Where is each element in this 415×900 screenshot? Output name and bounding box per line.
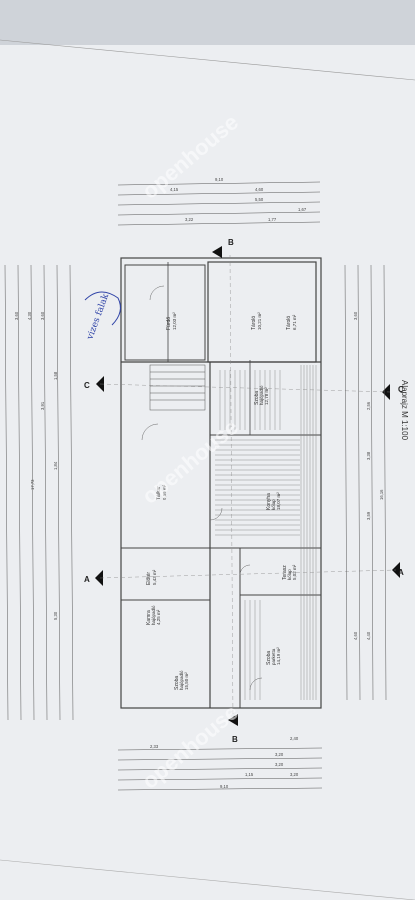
section-marker-b-top: B [228, 238, 234, 247]
dim-bottom-2: 2,40 [290, 736, 299, 741]
room-area: 14,19 m² [276, 647, 281, 665]
dim-bottom-3: 3,20 [275, 752, 284, 757]
dim-left-1: 3,60 [14, 311, 19, 320]
room-sub: kőlap [287, 569, 292, 580]
dim-right-1: 3,60 [353, 311, 358, 320]
section-marker-c-left: C [84, 381, 90, 390]
room-label: Szoba [174, 676, 180, 690]
dim-right-3: 3,38 [366, 451, 371, 460]
room-area: 18,07 m² [276, 492, 281, 510]
door-swings [141, 285, 263, 691]
dim-left-2: 4,30 [27, 311, 32, 320]
wall-hatching [215, 365, 317, 700]
dim-left-total: 17,73 [30, 479, 35, 490]
room-area: 10,21 m² [257, 312, 262, 330]
room-area: 6,71 m² [292, 314, 297, 330]
dim-bottom-5: 1,15 [245, 772, 254, 777]
room-sub: parketta [271, 648, 276, 665]
dimension-chain-bottom [117, 747, 323, 791]
dim-left-4: 3,91 [40, 401, 45, 410]
dim-top-3: 5,50 [255, 197, 264, 202]
room-label: Tároló [286, 316, 292, 330]
room-area: 5,02 m² [292, 564, 297, 580]
room-area: 12,03 m² [172, 312, 177, 330]
section-marker-a-right: A [398, 568, 404, 577]
dim-right-6: 4,60 [353, 631, 358, 640]
room-labels: Fürdő 12,03 m² Tároló 10,21 m² Tároló 6,… [146, 312, 297, 690]
dim-left-6: 1,84 [53, 461, 58, 470]
room-label: Előtér [146, 572, 152, 585]
dim-right-2: 2,56 [366, 401, 371, 410]
room-sub: hajópadló [179, 670, 184, 690]
room-area: 5,43 m² [152, 569, 157, 585]
dim-right-5: 4,40 [366, 631, 371, 640]
dim-right-4: 3,59 [366, 511, 371, 520]
dim-top-5: 1,77 [268, 217, 277, 222]
dim-left-7: 5,30 [53, 611, 58, 620]
room-label: Fürdő [166, 317, 172, 330]
room-label: Szoba [266, 651, 272, 665]
room-sub: hajópadló [151, 605, 156, 625]
building-outline [120, 257, 322, 709]
dim-bottom-1: 2,33 [150, 744, 159, 749]
room-area: 4,25 m² [156, 609, 161, 625]
room-area: 12,78 m² [264, 387, 269, 405]
section-marker-a-left: A [84, 575, 90, 584]
room-label: Tálkar [156, 486, 162, 500]
dim-top-6: 1,67 [298, 207, 307, 212]
room-area: 9,99 m² [162, 484, 167, 500]
room-label: Szoba [254, 391, 260, 405]
dim-bottom-4: 3,20 [275, 762, 284, 767]
dim-top-2: 4,60 [255, 187, 264, 192]
dim-top-total: 9,10 [215, 177, 224, 182]
dimension-chain-top [117, 181, 321, 226]
dim-left-5: 1,58 [53, 371, 58, 380]
dimension-chain-right [344, 264, 387, 701]
section-marker-b-bottom: B [232, 735, 238, 744]
dim-top-1: 4,15 [170, 187, 179, 192]
dim-right-total: 16,16 [379, 489, 384, 500]
dim-bottom-total: 9,10 [220, 784, 229, 789]
dim-top-4: 3,22 [185, 217, 194, 222]
room-label: Terasz [282, 565, 288, 580]
room-label: Konyha [266, 493, 272, 510]
room-area: 15,50 m² [184, 672, 189, 690]
dim-bottom-6: 3,20 [290, 772, 299, 777]
dimension-chain-left [4, 264, 74, 721]
section-marker-c-right: C [398, 385, 404, 394]
section-markers: B B A A C C [84, 238, 404, 744]
room-sub: hajópadló [259, 385, 264, 405]
plan-title: Alaprajz M 1:100 [400, 380, 409, 441]
dim-left-3: 3,60 [40, 311, 45, 320]
room-label: Tároló [251, 316, 257, 330]
room-label: Kamra [146, 610, 152, 625]
room-sub: kőlap [271, 499, 276, 510]
